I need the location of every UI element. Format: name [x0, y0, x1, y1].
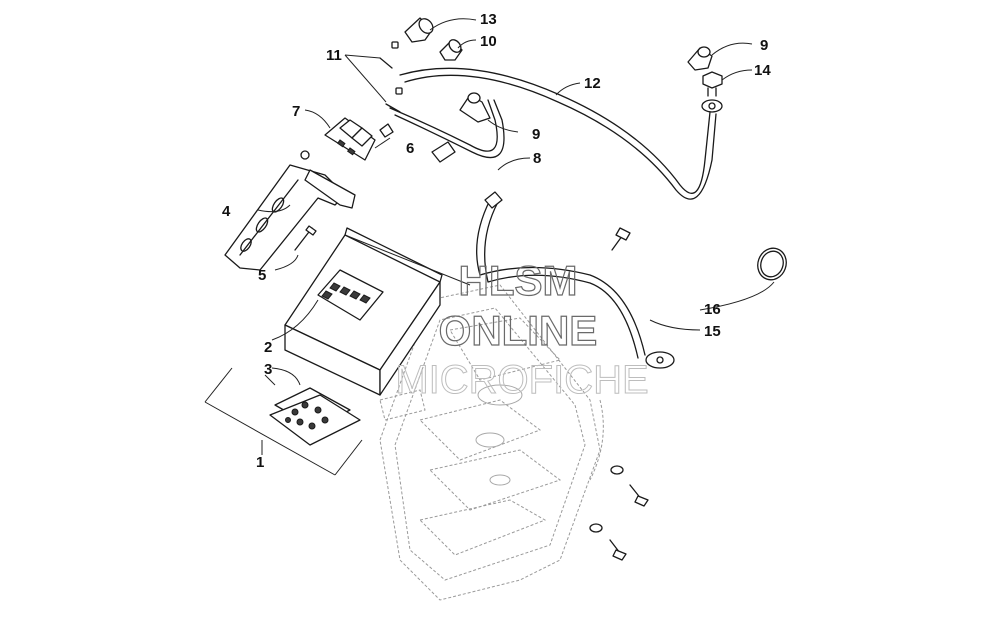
callout-9b: 9: [760, 37, 768, 54]
callout-10: 10: [480, 33, 497, 50]
cable-8: [389, 99, 505, 163]
callout-11: 11: [326, 47, 342, 64]
cable-12: [399, 67, 723, 200]
terminal-boot-13: [404, 17, 434, 43]
screw-5: [294, 225, 317, 251]
hardware-kit-bracket: [204, 367, 363, 476]
leader-lines: [257, 18, 775, 455]
callout-labels: 1 2 3 4 5 6 7 8 9 9 10 11 12 13 14 15 16: [222, 11, 771, 471]
loose-bolts: [589, 227, 649, 561]
callout-1: 1: [256, 454, 264, 471]
fitting-6: [379, 123, 394, 138]
watermark-line-3: MICROFICHE: [395, 358, 648, 402]
nut-14: [702, 71, 723, 97]
terminal-boot-9b: [687, 46, 713, 71]
callout-12: 12: [584, 75, 601, 92]
battery-strap: [224, 150, 356, 271]
cable-15: [476, 191, 675, 369]
solenoid: [324, 117, 376, 161]
callout-13: 13: [480, 11, 497, 28]
callout-14: 14: [754, 62, 771, 79]
callout-3: 3: [264, 361, 272, 378]
watermark-line-1: HLSM: [459, 257, 578, 304]
callout-16: 16: [704, 301, 721, 318]
callout-5: 5: [258, 267, 266, 284]
battery: [284, 227, 443, 396]
vehicle-frame-outline: [379, 284, 604, 601]
callout-4: 4: [222, 203, 231, 220]
callout-6: 6: [406, 140, 414, 157]
watermark: HLSM ONLINE MICROFICHE: [395, 256, 649, 402]
terminal-boot-10: [439, 39, 463, 61]
callout-15: 15: [704, 323, 721, 340]
watermark-line-2: ONLINE: [439, 307, 598, 354]
callout-2: 2: [264, 339, 272, 356]
terminal-boot-9a: [459, 92, 491, 123]
clamp-16: [757, 247, 787, 281]
callout-9a: 9: [532, 126, 540, 143]
callout-7: 7: [292, 103, 300, 120]
terminal-pins-11: [379, 41, 403, 113]
callout-8: 8: [533, 150, 541, 167]
